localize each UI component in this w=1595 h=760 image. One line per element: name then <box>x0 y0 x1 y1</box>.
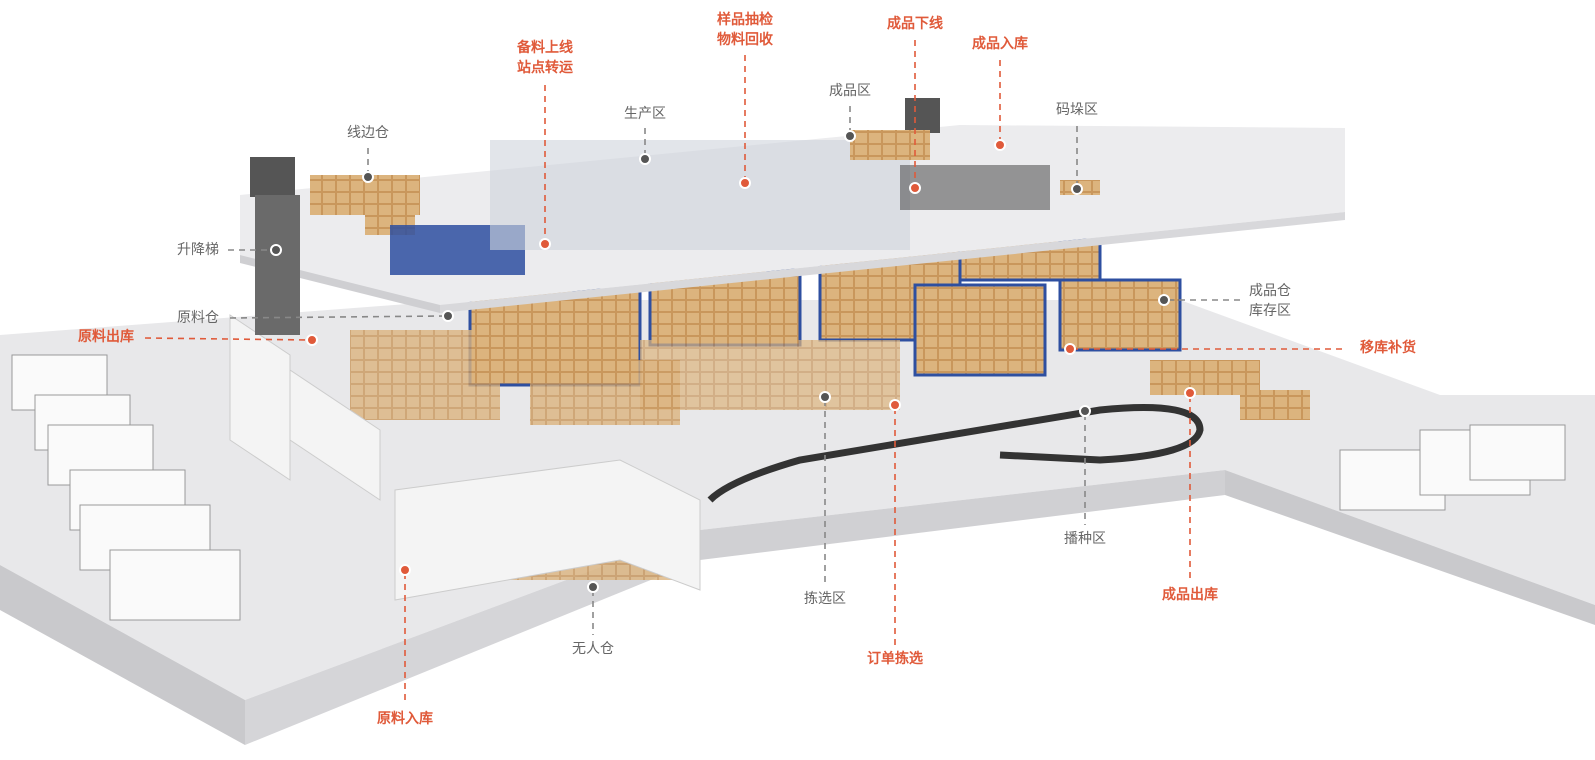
label-line: 物料回收 <box>717 32 773 48</box>
label-palletizing-area: 码垛区 <box>1056 102 1098 118</box>
label-unmanned-warehouse: 无人仓 <box>572 641 614 657</box>
walls <box>229 314 701 601</box>
leader-lines <box>144 40 1345 705</box>
label-raw-warehouse: 原料仓 <box>177 310 219 326</box>
label-product-area: 成品区 <box>829 83 871 99</box>
label-product-storage: 成品仓 库存区 <box>1249 281 1291 321</box>
label-elevator: 升降梯 <box>177 242 219 258</box>
label-line: 备料上线 <box>517 40 573 56</box>
label-line: 成品仓 <box>1249 283 1291 299</box>
label-line: 库存区 <box>1249 303 1291 319</box>
label-raw-outbound: 原料出库 <box>78 329 134 345</box>
marker-dots <box>270 130 1196 593</box>
label-product-offline: 成品下线 <box>887 16 943 32</box>
label-line: 站点转运 <box>517 60 573 76</box>
label-picking-area: 拣选区 <box>804 591 846 607</box>
label-order-picking: 订单拣选 <box>867 651 923 667</box>
conveyor <box>707 404 1204 503</box>
trucks <box>11 354 1566 621</box>
label-line: 样品抽检 <box>717 12 773 28</box>
label-production-area: 生产区 <box>624 106 666 122</box>
label-product-outbound: 成品出库 <box>1162 587 1218 603</box>
elevator-shaft <box>255 195 300 335</box>
label-material-online: 备料上线 站点转运 <box>517 38 573 78</box>
label-line-side-store: 线边仓 <box>347 125 389 141</box>
label-transfer-replenish: 移库补货 <box>1360 340 1416 356</box>
upper-platform <box>240 98 1345 335</box>
label-sorting-area: 播种区 <box>1064 531 1106 547</box>
label-product-inbound: 成品入库 <box>972 36 1028 52</box>
label-sample-check: 样品抽检 物料回收 <box>717 10 773 50</box>
label-raw-inbound: 原料入库 <box>377 711 433 727</box>
